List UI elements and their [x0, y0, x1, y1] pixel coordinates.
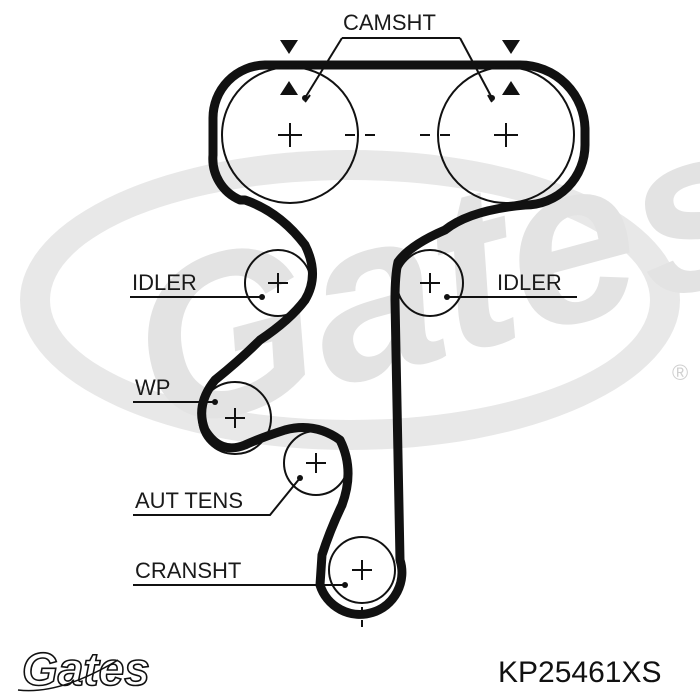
auto-tensioner-label: AUT TENS	[135, 488, 243, 513]
timing-mark-right	[502, 40, 520, 95]
camshaft-pulley-right	[420, 66, 575, 204]
idler-pulley-right	[396, 249, 577, 317]
idler-pulley-left	[130, 249, 312, 317]
timing-belt	[197, 60, 590, 619]
auto-tensioner-pulley	[133, 430, 349, 516]
watermark-registered: ®	[672, 360, 688, 385]
crankshaft-label: CRANSHT	[135, 558, 241, 583]
idler-left-label: IDLER	[132, 270, 197, 295]
idler-right-label: IDLER	[497, 270, 562, 295]
timing-mark-left	[280, 40, 298, 95]
water-pump-label: WP	[135, 375, 170, 400]
camshaft-label: CAMSHT	[343, 10, 436, 35]
gates-watermark: Gates ®	[20, 68, 700, 482]
part-number: KP25461XS	[498, 656, 661, 689]
gates-logo: Gates	[17, 642, 151, 696]
camshaft-callout	[302, 37, 495, 101]
gates-logo-text: Gates	[22, 643, 150, 695]
water-pump-pulley	[133, 381, 272, 455]
crankshaft-pulley	[133, 536, 396, 627]
